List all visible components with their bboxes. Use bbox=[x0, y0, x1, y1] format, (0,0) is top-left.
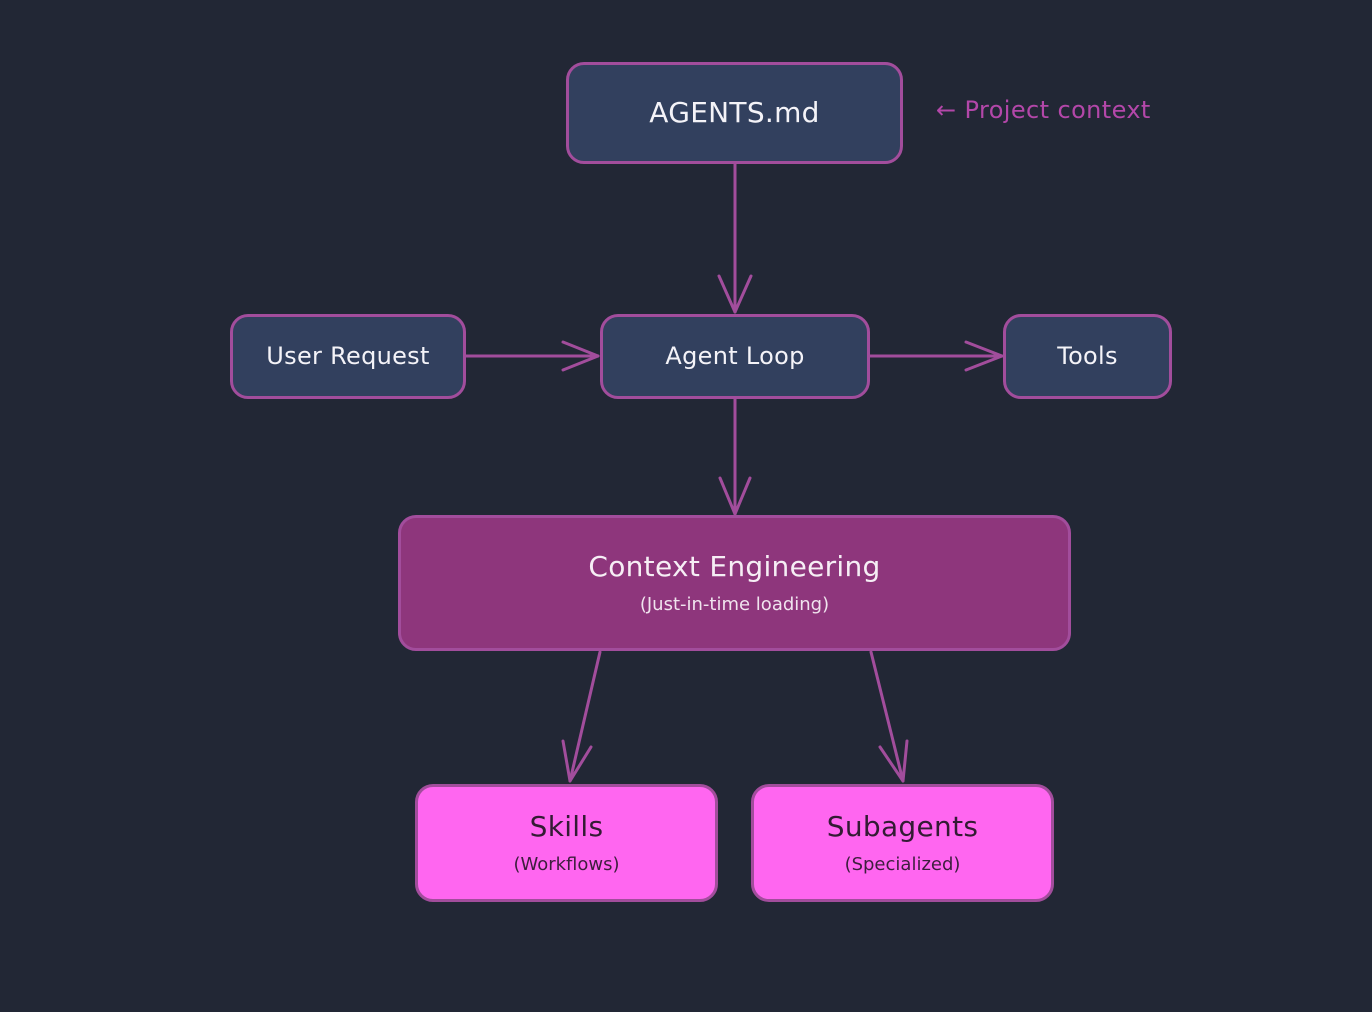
skills-sublabel: (Workflows) bbox=[513, 853, 620, 875]
context-engineering-sublabel: (Just-in-time loading) bbox=[639, 593, 830, 615]
tools-node: Tools bbox=[1003, 314, 1172, 399]
edge-agents-to-loop bbox=[717, 162, 753, 314]
edge-user-to-loop bbox=[464, 340, 600, 372]
context-engineering-node: Context Engineering (Just-in-time loadin… bbox=[398, 515, 1071, 651]
subagents-sublabel: (Specialized) bbox=[844, 853, 961, 875]
edge-context-to-skills bbox=[561, 650, 602, 783]
skills-label: Skills bbox=[529, 810, 604, 844]
user-request-node: User Request bbox=[230, 314, 466, 399]
skills-node: Skills (Workflows) bbox=[415, 784, 718, 902]
agents-md-label: AGENTS.md bbox=[649, 95, 820, 129]
subagents-node: Subagents (Specialized) bbox=[751, 784, 1054, 902]
tools-label: Tools bbox=[1057, 341, 1118, 370]
edge-loop-to-context bbox=[718, 397, 752, 516]
agent-loop-node: Agent Loop bbox=[600, 314, 870, 399]
edge-loop-to-tools bbox=[867, 340, 1004, 372]
agent-loop-label: Agent Loop bbox=[665, 341, 805, 370]
agents-md-node: AGENTS.md bbox=[566, 62, 903, 164]
context-engineering-label: Context Engineering bbox=[588, 550, 881, 584]
subagents-label: Subagents bbox=[826, 810, 979, 844]
user-request-label: User Request bbox=[266, 341, 430, 370]
project-context-annotation: ← Project context bbox=[936, 96, 1151, 124]
edge-context-to-subagents bbox=[869, 650, 909, 783]
